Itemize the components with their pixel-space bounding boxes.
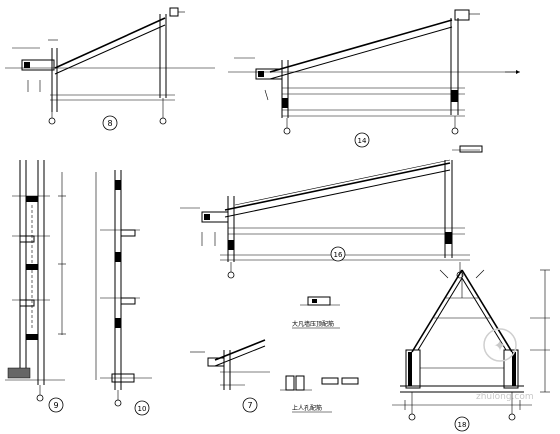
eave-reinforcement-detail (300, 296, 340, 306)
section-10-circle (134, 400, 150, 416)
section-18-drawing (392, 269, 550, 421)
section-18-number: 18 (458, 421, 467, 429)
eave-reinforcement-caption: 大凡墙压顶配筋 (292, 320, 334, 328)
section-8-circle (102, 115, 118, 131)
section-16-number: 16 (334, 251, 343, 259)
watermark-text: zhulong.com (476, 392, 534, 402)
section-16-circle (330, 246, 346, 262)
section-10-marker: 10 (134, 400, 150, 416)
section-14-drawing (228, 9, 520, 135)
roof-access-detail (280, 375, 359, 391)
watermark-logo: ✦ (483, 328, 517, 362)
section-10-drawing (95, 170, 152, 407)
section-16-drawing (180, 145, 483, 279)
section-7-drawing (190, 339, 270, 390)
section-9-circle (48, 397, 64, 413)
section-8-marker: 8 (102, 115, 118, 131)
section-18-circle (454, 416, 470, 432)
section-8-number: 8 (107, 119, 112, 128)
section-14-marker: 14 (354, 132, 370, 148)
section-14-number: 14 (358, 137, 367, 145)
roof-access-caption: 上人孔配筋 (292, 404, 322, 412)
svg-text:✦: ✦ (493, 336, 506, 355)
section-9-marker: 9 (48, 397, 64, 413)
section-9-drawing (5, 160, 66, 402)
section-14-circle (354, 132, 370, 148)
section-18-marker: 18 (454, 416, 470, 432)
section-10-number: 10 (138, 405, 147, 413)
section-9-number: 9 (53, 401, 58, 410)
section-7-circle (242, 397, 258, 413)
section-16-marker: 16 (330, 246, 346, 262)
section-7-marker: 7 (242, 397, 258, 413)
section-7-number: 7 (247, 401, 252, 410)
section-8-drawing (5, 7, 215, 125)
